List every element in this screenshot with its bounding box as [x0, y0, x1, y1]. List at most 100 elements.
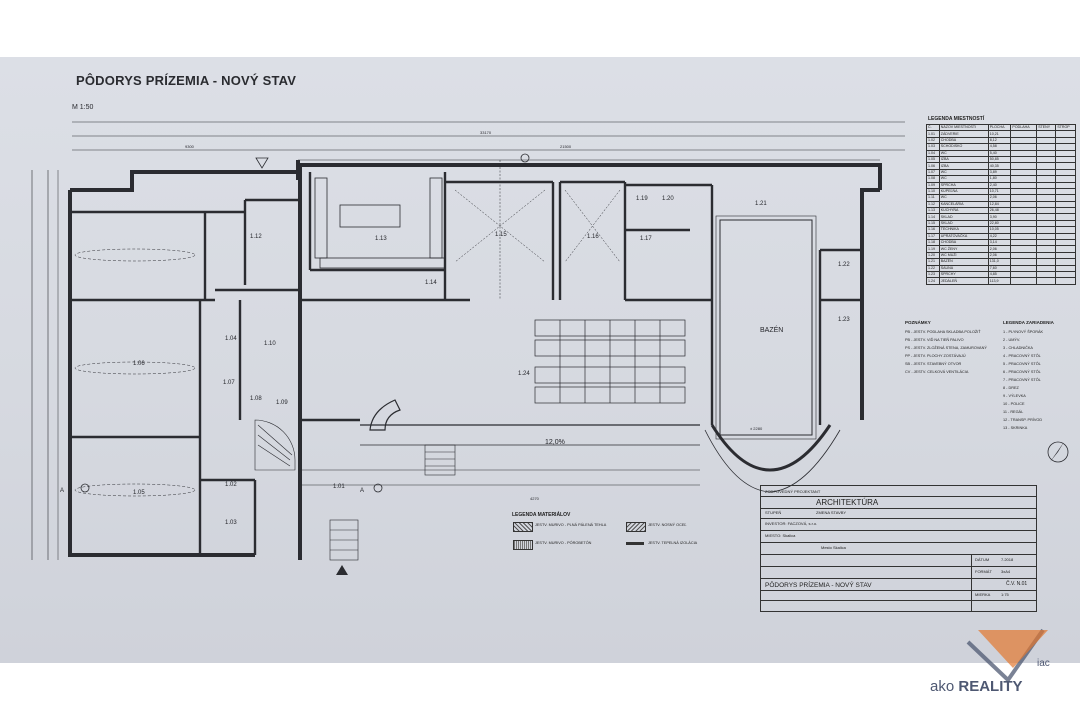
- material-item: JESTV. TEPELNÁ IZOLÁCIA: [648, 541, 698, 545]
- scale-value: 1:75: [1001, 592, 1009, 597]
- material-swatch: [626, 542, 644, 545]
- section-marker: A: [60, 488, 64, 494]
- equipment-legend-item: 5 - PRACOVNÝ STÔL: [1003, 362, 1041, 366]
- drawing-sheet: [0, 57, 1080, 663]
- room-legend-cell: SAUNA: [938, 264, 989, 273]
- room-label: 1.13: [375, 236, 387, 242]
- room-label: 1.23: [838, 317, 850, 323]
- sheet-number: Č.V. N.01: [1006, 581, 1028, 587]
- equipment-legend-item: 9 - VÝLEVKA: [1003, 394, 1026, 398]
- equipment-legend-item: 13 - SKRINKA: [1003, 426, 1028, 430]
- stage-label: STUPEŇ: [765, 510, 782, 515]
- room-label: 1.21: [755, 201, 767, 207]
- equipment-legend-item: 10 - POLICE: [1003, 402, 1025, 406]
- equipment-legend-item: 12 - TRANSP. PRÍVOD: [1003, 418, 1043, 422]
- drawing-name: PÔDORYS PRÍZEMIA - NOVÝ STAV: [765, 582, 872, 589]
- room-label: 1.20: [662, 196, 674, 202]
- room-label: 1.19: [636, 196, 648, 202]
- equipment-legend-item: 1 - PLYNOVÝ ŠPORÁK: [1003, 330, 1044, 334]
- room-legend-cell: [1055, 251, 1076, 260]
- material-swatch: [513, 522, 533, 532]
- date-label: DÁTUM: [975, 557, 990, 562]
- brand-prefix: ako: [930, 678, 955, 695]
- room-legend-cell: 1.24: [926, 277, 940, 285]
- room-label: 1.05: [133, 490, 145, 496]
- room-label: 1.09: [276, 400, 288, 406]
- room-label: 1.22: [838, 262, 850, 268]
- note-line: PB - JESTV. VIĎ NA TIEŇ PALIVO: [905, 338, 964, 342]
- room-label: 1.03: [225, 520, 237, 526]
- equipment-legend-item: 3 - CHLADNIČKA: [1003, 346, 1033, 350]
- note-line: SB - JESTV. STAVEBNÝ OTVOR: [905, 362, 962, 366]
- dimension-bottom: 4270: [530, 496, 540, 501]
- equipment-legend-item: 6 - PRACOVNÝ STÔL: [1003, 370, 1041, 374]
- room-legend-cell: [1036, 258, 1057, 266]
- designer-label: ZODPOVEDNÝ PROJEKTANT: [765, 489, 821, 494]
- format-label: FORMÁT: [975, 569, 992, 574]
- pool-level: ± 2280: [750, 426, 763, 431]
- room-label: 1.10: [264, 341, 276, 347]
- section-marker: A: [360, 488, 364, 494]
- agency-logo-icon: [966, 628, 1048, 684]
- equipment-legend-item: 2 - UMÝV.: [1003, 338, 1021, 342]
- title-block: ZODPOVEDNÝ PROJEKTANT ARCHITEKTÚRA STUPE…: [760, 485, 1037, 612]
- material-item: JESTV. MURIVO - PÓROBETÓN: [535, 541, 592, 545]
- room-legend-title: LEGENDA MIESTNOSTÍ: [928, 116, 985, 122]
- note-line: PP - JESTV. PLOCHY ZOSTÁVAJÚ: [905, 354, 966, 358]
- equipment-legend-item: 7 - PRACOVNÝ STÔL: [1003, 378, 1041, 382]
- equipment-legend-title: LEGENDA ZARIADENIA: [1003, 320, 1054, 325]
- room-legend-cell: [1055, 270, 1076, 279]
- room-label: 1.01: [333, 484, 345, 490]
- dimension-top-inner: 21500: [560, 144, 572, 149]
- room-label: 1.04: [225, 336, 237, 342]
- room-label: 1.06: [133, 361, 145, 367]
- room-legend-cell: [1055, 277, 1076, 285]
- dimension-top: 33170: [480, 130, 492, 135]
- material-legend-title: LEGENDA MATERIÁLOV: [512, 512, 571, 518]
- dimension-top-left: 9300: [185, 144, 195, 149]
- room-label: 1.17: [640, 236, 652, 242]
- object-name: Mesto Skalica: [821, 545, 846, 550]
- agency-logo-text: ako REALITY: [930, 678, 1023, 695]
- room-label: 1.24: [518, 371, 530, 377]
- room-label: 1.02: [225, 482, 237, 488]
- investor: INVESTOR: FACZOVÁ, s.r.o.: [765, 521, 818, 526]
- room-legend-cell: 113,9: [987, 277, 1012, 285]
- pool-label: BAZÉN: [760, 325, 783, 334]
- room-legend-cell: [1036, 270, 1057, 279]
- room-label: 1.07: [223, 380, 235, 386]
- equipment-legend-item: 8 - DREZ: [1003, 386, 1019, 390]
- room-legend-cell: [1055, 264, 1076, 273]
- room-legend-cell: JEDÁLEŇ: [938, 277, 989, 285]
- slope-label: 12,0%: [545, 439, 565, 446]
- format-value: 3xA4: [1001, 569, 1011, 574]
- room-legend-cell: WC MUŽI: [938, 251, 989, 260]
- note-line: PB - JESTV. PODLAHA SKLADBA POLOŽIŤ: [905, 330, 981, 334]
- room-legend-cell: [1036, 264, 1057, 273]
- note-line: PS - JESTV. ZLOŽENÁ STENA, ZAMUROVANÝ: [905, 346, 987, 350]
- room-label: 1.15: [495, 232, 507, 238]
- notes-title: POZNÁMKY: [905, 320, 931, 325]
- location: MIESTO: Skalica: [765, 533, 796, 538]
- material-item: JESTV. MURIVO - PLNÁ PÁLENÁ TEHLA: [535, 523, 607, 527]
- equipment-legend-item: 4 - PRACOVNÝ STÔL: [1003, 354, 1041, 358]
- room-legend-cell: SPRCHY: [938, 270, 989, 279]
- room-legend-cell: [1036, 251, 1057, 260]
- material-swatch: [626, 522, 646, 532]
- note-line: CV - JESTV. CELKOVÁ VENTILÁCIA: [905, 370, 969, 374]
- brand-main: REALITY: [958, 678, 1023, 695]
- room-legend-cell: [1036, 277, 1057, 285]
- stage-value: ZMENA STAVBY: [816, 510, 847, 515]
- room-label: 1.12: [250, 234, 262, 240]
- room-label: 1.08: [250, 396, 262, 402]
- material-item: JESTV. NOSNÝ OCEĽ: [648, 523, 687, 527]
- drawing-scale: M 1:50: [72, 104, 94, 111]
